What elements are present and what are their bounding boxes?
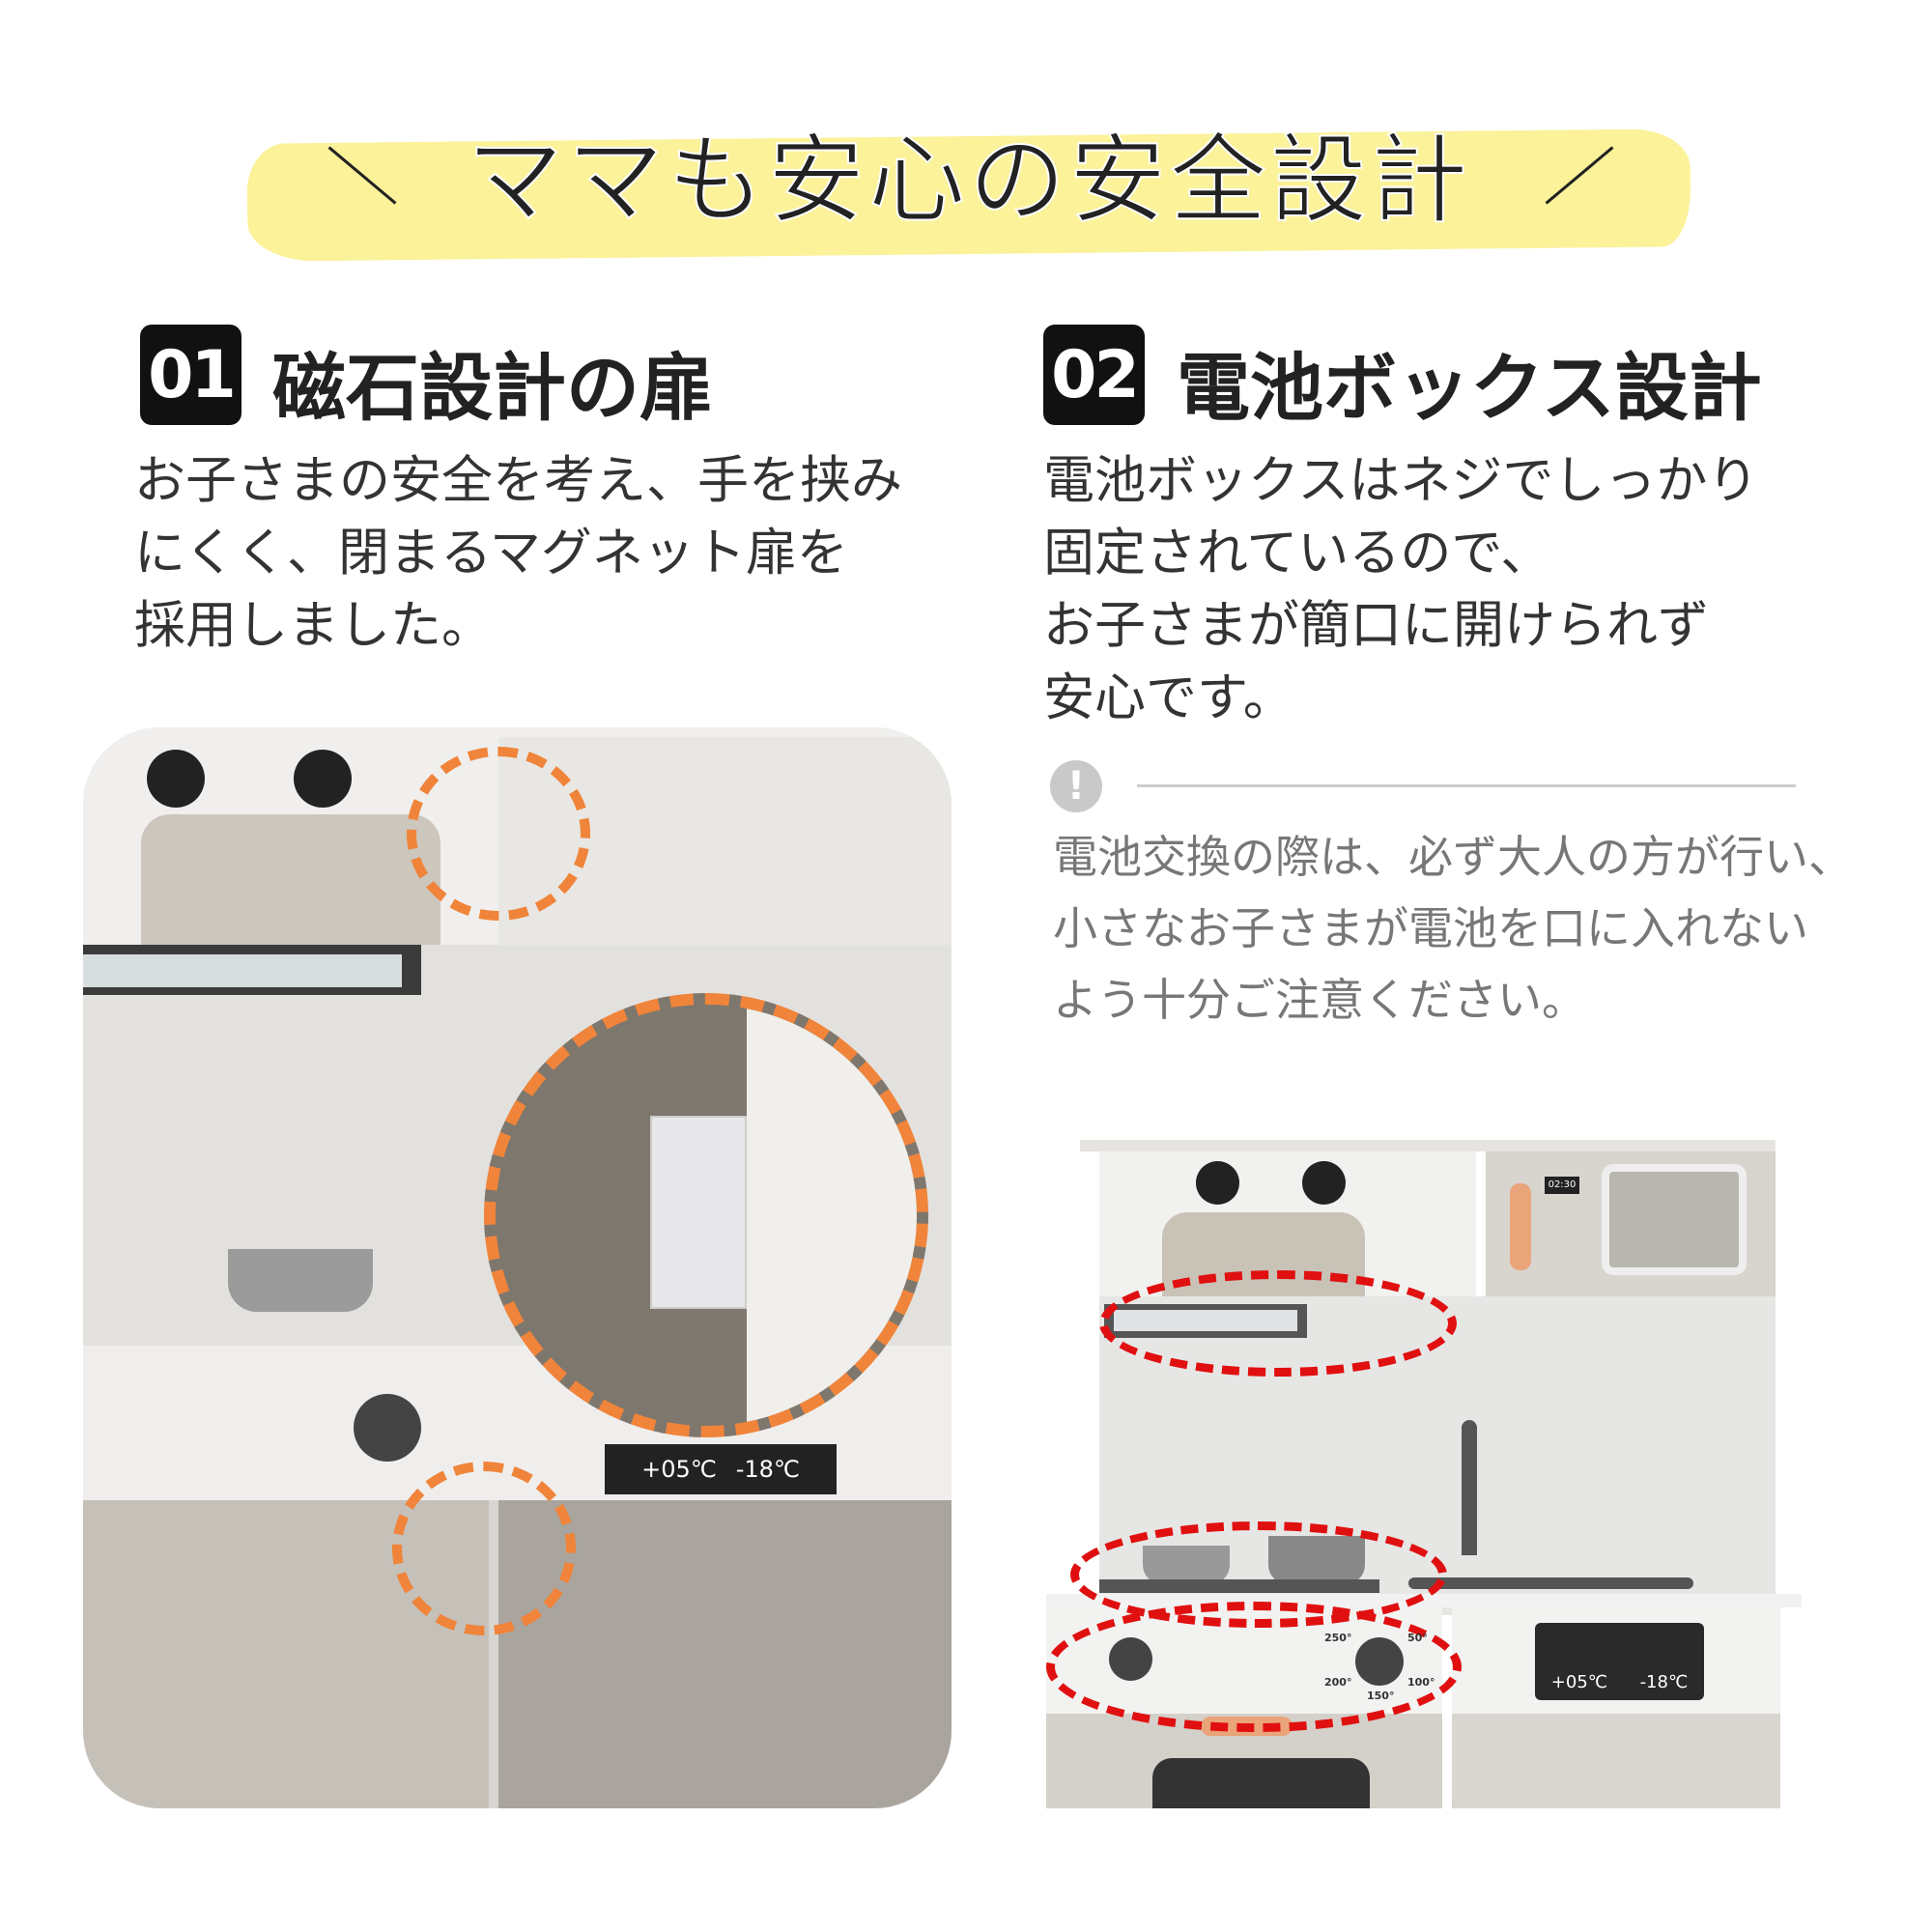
dial-label-100: 100° [1407, 1676, 1435, 1689]
feature-2-number: 02 [1043, 325, 1145, 425]
coffee-nook [141, 814, 440, 950]
microwave-clock: 02:30 [1545, 1177, 1579, 1194]
magnet-closeup [484, 993, 928, 1437]
knob [294, 750, 352, 808]
dial-label-200: 200° [1324, 1676, 1352, 1689]
pot [228, 1249, 373, 1312]
knob [1302, 1161, 1346, 1205]
warning-icon: ! [1050, 760, 1102, 812]
page-title: ママも安心の安全設計 [466, 123, 1471, 238]
warning-text: 電池交換の際は、必ず大人の方が行い、 小さなお子さまが電池を口に入れない よう十… [1053, 831, 1853, 1026]
faucet [1462, 1420, 1477, 1555]
temperature-dial [354, 1394, 421, 1462]
control-panel [83, 954, 402, 987]
top-shelf [1080, 1140, 1776, 1151]
battery-highlight-rack [1099, 1270, 1457, 1377]
knob [1196, 1161, 1239, 1205]
battery-highlight-oven [1046, 1602, 1462, 1732]
feature-1-number: 01 [140, 325, 242, 425]
feature-1-body: お子さまの安全を考え、手を挟み にくく、閉まるマグネット扉を 採用しました。 [134, 451, 902, 655]
fridge-display: +05℃-18℃ [1535, 1623, 1704, 1700]
feature-1-heading: 磁石設計の扉 [272, 345, 713, 431]
magnet-door-photo: +05℃-18℃ [83, 727, 952, 1808]
dial-label-150: 150° [1367, 1690, 1395, 1702]
sink [1408, 1577, 1693, 1589]
oven-window [1152, 1758, 1370, 1808]
magnet-highlight-bottom [392, 1462, 576, 1635]
fridge-display: +05℃-18℃ [605, 1444, 837, 1494]
magnet-catch [650, 1116, 747, 1309]
knob [147, 750, 205, 808]
microwave-handle [1510, 1183, 1531, 1270]
microwave-window [1602, 1164, 1747, 1275]
divider [1137, 784, 1796, 787]
door-edge [747, 1005, 917, 1426]
fridge-door [1452, 1714, 1780, 1808]
dial-label-250: 250° [1324, 1632, 1352, 1644]
dial-label-50: 50° [1407, 1632, 1428, 1644]
kitchen-photo: 02:30 250° 50° 200° 100° 150° +05℃-18℃ [1046, 1140, 1802, 1808]
feature-2-heading: 電池ボックス設計 [1177, 345, 1762, 431]
feature-2-body: 電池ボックスはネジでしっかり 固定されているので、 お子さまが簡口に開けられず … [1043, 451, 1759, 727]
magnet-highlight-top [407, 747, 590, 921]
